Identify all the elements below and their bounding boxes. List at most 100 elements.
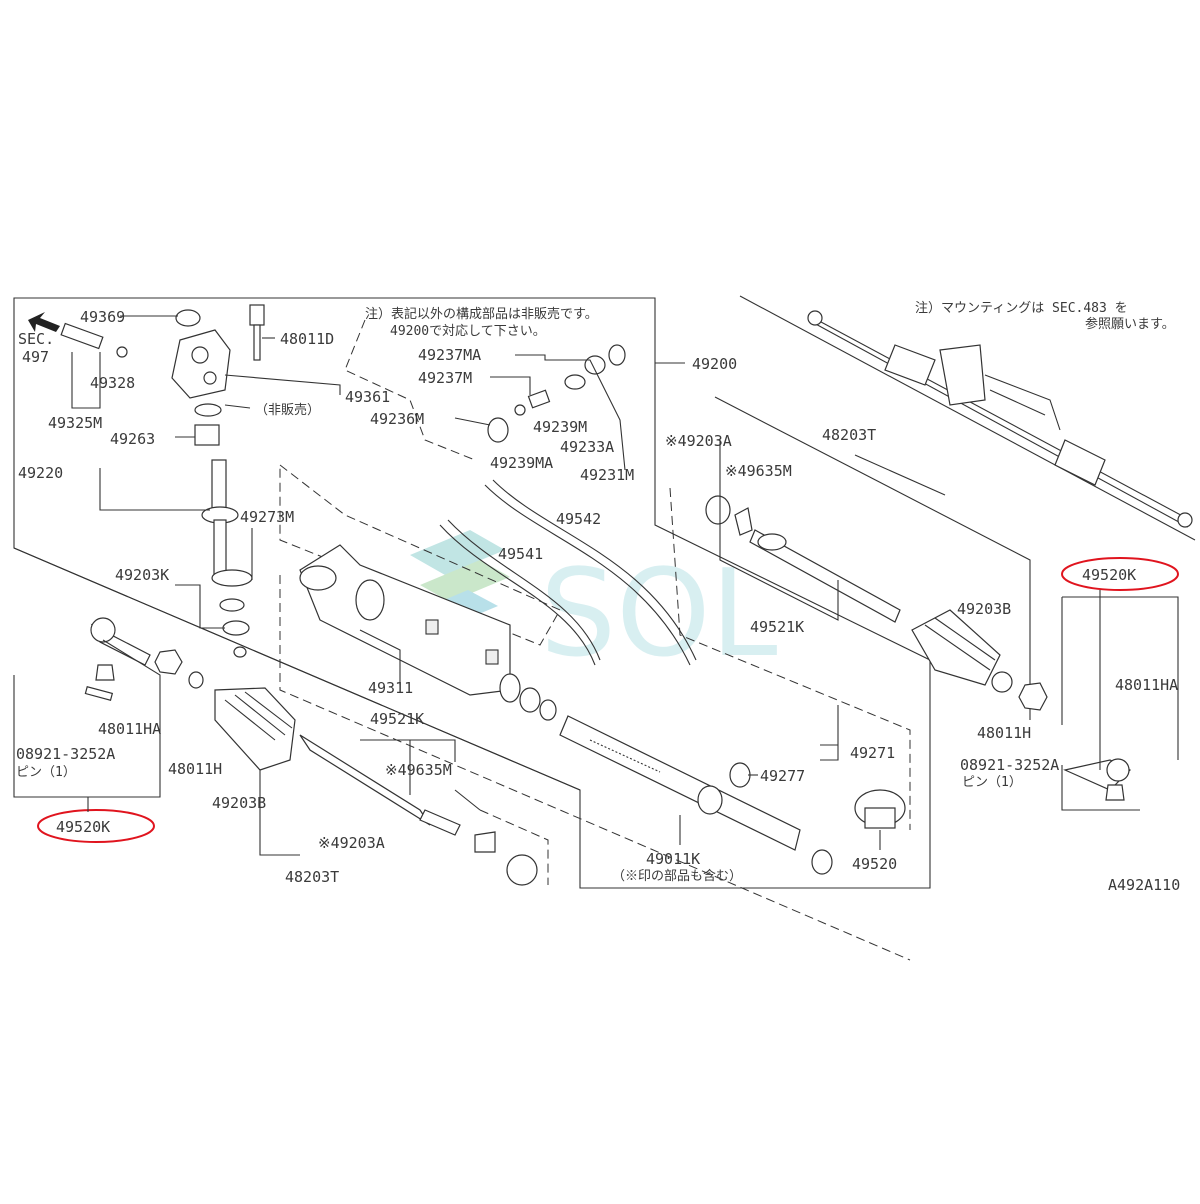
label-48011H-left: 48011H <box>168 760 222 778</box>
valve-housing <box>171 329 231 399</box>
label-49237M: 49237M <box>418 369 472 387</box>
main-note-line1: 注）表記以外の構成部品は非販売です。 <box>365 306 598 322</box>
boot-48203T-left <box>214 687 296 771</box>
label-49011K: 49011K <box>646 850 700 868</box>
label-49311: 49311 <box>368 679 413 697</box>
label-48203T-left: 48203T <box>285 868 339 886</box>
label-49220: 49220 <box>18 464 63 482</box>
leader-49203A-right <box>719 440 839 621</box>
label-49236M: 49236M <box>370 410 424 428</box>
dashed-guide-4 <box>669 487 911 830</box>
figure-code: A492A110 <box>1108 876 1180 894</box>
dashed-guide-2 <box>279 575 911 961</box>
pipe-49542 <box>484 484 691 666</box>
highlight-49520K-left <box>37 809 155 843</box>
highlight-49520K-right <box>1061 557 1179 591</box>
label-49263: 49263 <box>110 430 155 448</box>
label-49237MA: 49237MA <box>418 346 481 364</box>
bracket-pin-right <box>1061 765 1140 811</box>
bracket-49520K-right <box>1061 590 1179 770</box>
label-49520K-left: 49520K <box>56 818 110 836</box>
label-49271: 49271 <box>850 744 895 762</box>
dust-seal-ring-49369 <box>175 309 201 327</box>
leader-49237MA <box>515 354 626 471</box>
tie-rod-end-left <box>84 617 151 701</box>
rack-assembly-boundary <box>13 547 581 791</box>
leader-49521K-left <box>360 739 456 795</box>
dashed-guide-5 <box>479 809 549 885</box>
label-pin-right: ピン（1） <box>962 775 1022 790</box>
sec-arrow-icon <box>28 312 60 332</box>
pipe-49542-edge <box>492 479 697 661</box>
boot-48203T-right <box>911 609 1013 693</box>
label-48011D: 48011D <box>280 330 334 348</box>
seal-parts-49237 <box>487 344 626 443</box>
label-49542: 49542 <box>556 510 601 528</box>
mount-note-line2: 参照願います。 <box>1085 316 1175 332</box>
label-49203A-left: ※49203A <box>318 834 385 852</box>
leader-49236M <box>454 417 491 426</box>
label-49521K-left: 49521K <box>370 710 424 728</box>
gear-housing-49311 <box>299 544 557 721</box>
sec-ref-line2: 497 <box>22 348 49 366</box>
lock-nut-48011H-right <box>1018 682 1048 711</box>
label-49277: 49277 <box>760 767 805 785</box>
mount-note-line1: 注）マウンティングは SEC.483 を <box>915 301 1128 316</box>
leader-48203T-left <box>259 770 300 856</box>
leader-49325M <box>71 352 101 409</box>
leader-not-sold <box>224 404 251 409</box>
label-48011HA-left: 48011HA <box>98 720 161 738</box>
pipe-49541 <box>439 524 596 666</box>
label-48011HA-right: 48011HA <box>1115 676 1178 694</box>
label-49203K: 49203K <box>115 566 169 584</box>
seal-ring-49263 <box>194 403 222 446</box>
label-49635M-left: ※49635M <box>385 761 452 779</box>
label-49200: 49200 <box>692 355 737 373</box>
bracket-49520K-left <box>13 639 161 798</box>
pipe-49541-edge <box>447 519 601 661</box>
label-pin-left: ピン（1） <box>16 765 76 780</box>
label-49239MA: 49239MA <box>490 454 553 472</box>
label-49203B-right: 49203B <box>957 600 1011 618</box>
label-48203T-right: 48203T <box>822 426 876 444</box>
inner-tie-rod-49521K-left <box>299 734 538 886</box>
right-bracket-line <box>714 396 1031 720</box>
leader-49361 <box>224 374 341 395</box>
leader-49635M-left <box>454 789 481 811</box>
label-not-sold: （非販売） <box>255 402 320 418</box>
label-49520K-right: 49520K <box>1082 566 1136 584</box>
lock-nut-48011H-left <box>154 649 204 689</box>
input-bearing-49325M <box>60 322 128 358</box>
label-49273M: 49273M <box>240 508 294 526</box>
label-49203B-left: 49203B <box>212 794 266 812</box>
inner-tie-rod-49521K-right <box>705 495 901 623</box>
tie-rod-end-right <box>1063 758 1132 801</box>
label-49233A: 49233A <box>560 438 614 456</box>
leader-49220 <box>99 468 210 511</box>
right-group-boundary <box>739 295 1196 541</box>
label-49231M: 49231M <box>580 466 634 484</box>
main-note-line2: 49200で対応して下さい。 <box>390 324 546 339</box>
label-49521K-right: 49521K <box>750 618 804 636</box>
leader-48203T-right <box>854 454 946 496</box>
label-49635M-right: ※49635M <box>725 462 792 480</box>
leader-49311 <box>359 629 401 685</box>
dashed-guide-3 <box>344 319 476 461</box>
leader-49271 <box>820 705 839 761</box>
pinion-shaft-49220 <box>201 459 253 587</box>
rack-shaft-49271 <box>559 715 833 875</box>
label-49203A-right: ※49203A <box>665 432 732 450</box>
label-49520: 49520 <box>852 855 897 873</box>
leader-49203K <box>175 584 225 629</box>
label-49328: 49328 <box>90 374 135 392</box>
label-08921-right: 08921-3252A <box>960 756 1059 774</box>
label-49361: 49361 <box>345 388 390 406</box>
label-49011K-note: （※印の部品も含む） <box>612 868 742 884</box>
sec-ref-line1: SEC. <box>18 330 54 348</box>
label-49325M: 49325M <box>48 414 102 432</box>
steering-gear-assembly-overview <box>807 310 1193 528</box>
label-49369: 49369 <box>80 308 125 326</box>
bolt-48011D <box>249 304 265 361</box>
